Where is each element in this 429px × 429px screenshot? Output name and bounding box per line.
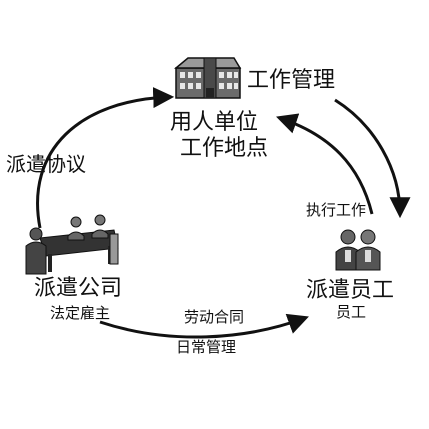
work-location-label: 工作地点	[180, 136, 269, 161]
work-management-label: 工作管理	[247, 68, 336, 93]
arrow-employee-to-unit	[276, 113, 374, 215]
user-unit-label: 用人单位	[170, 110, 259, 135]
dispatched-employee-label: 派遣员工	[306, 278, 395, 303]
execute-work-label: 执行工作	[306, 201, 367, 219]
labor-contract-label: 劳动合同	[184, 308, 245, 326]
arrow-company-to-unit	[36, 87, 175, 229]
dispatch-company-label: 派遣公司	[34, 276, 123, 301]
people-group-icon	[335, 229, 381, 271]
employee-label: 员工	[336, 303, 367, 321]
dispatch-agreement-label: 派遣协议	[6, 152, 86, 176]
arrow-company-to-employee	[99, 313, 309, 339]
office-building-icon	[174, 57, 242, 99]
arrow-unit-to-employee	[334, 98, 411, 219]
legal-employer-label: 法定雇主	[50, 304, 111, 322]
daily-management-label: 日常管理	[176, 338, 237, 356]
meeting-table-icon	[25, 214, 119, 275]
